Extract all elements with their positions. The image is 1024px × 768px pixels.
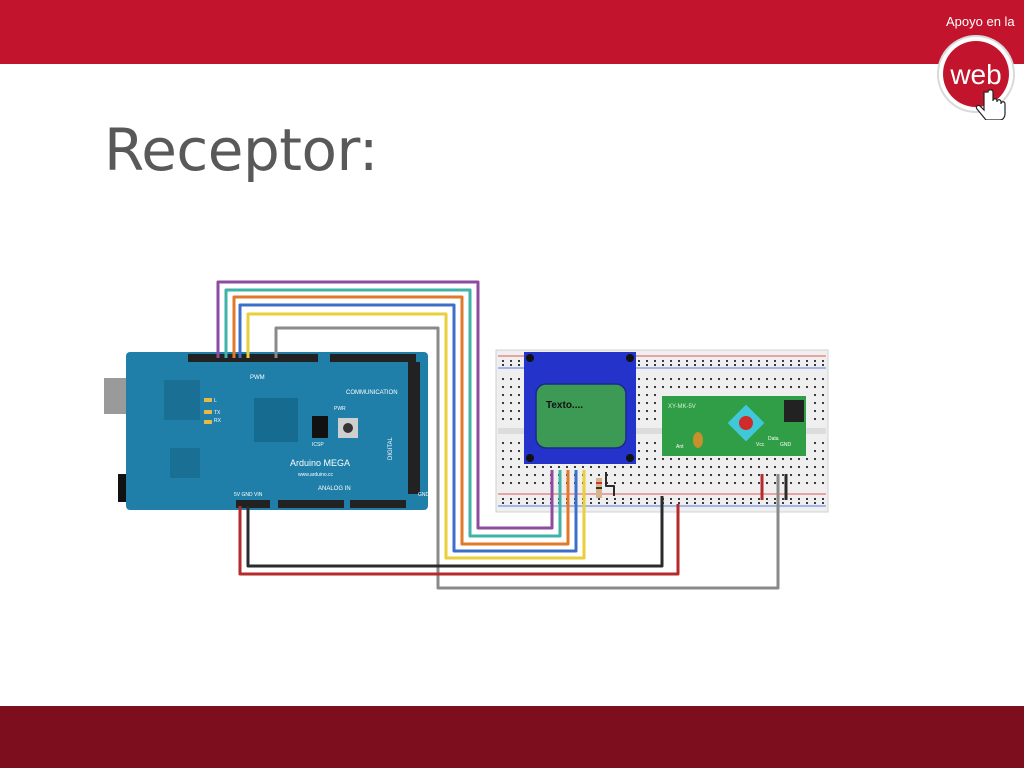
rf-pin-data-label: Data xyxy=(768,436,779,442)
wire-blue xyxy=(238,303,578,553)
connection-wires xyxy=(216,280,788,590)
arduino-power-pins-label: 5V GND VIN xyxy=(234,492,263,498)
arduino-rx-label: RX xyxy=(214,418,222,424)
top-banner xyxy=(0,0,1024,64)
slide-title: Receptor: xyxy=(104,116,378,184)
pointer-hand-icon xyxy=(975,89,1006,120)
resistor xyxy=(596,478,602,498)
rf-model-label: XY-MK-5V xyxy=(668,404,696,410)
arduino-pwr-label: PWR xyxy=(334,406,346,412)
arduino-pwm-label: PWM xyxy=(250,375,265,381)
arduino-communication-label: COMMUNICATION xyxy=(346,390,398,396)
rf-pin-ant-label: Ant xyxy=(676,444,684,450)
circuit-diagram: PWM COMMUNICATION DIGITAL ANALOG IN Ardu… xyxy=(104,280,829,590)
wire-black xyxy=(246,496,664,568)
lcd-screen-text: Texto.... xyxy=(546,400,583,411)
wire-purple xyxy=(216,280,554,530)
wire-teal xyxy=(224,288,562,538)
wire-orange xyxy=(232,295,570,546)
arduino-website: www.arduino.cc xyxy=(298,472,334,478)
rf-pin-gnd-label: GND xyxy=(780,442,792,448)
arduino-analog-label: ANALOG IN xyxy=(318,486,351,492)
arduino-mega-board: PWM COMMUNICATION DIGITAL ANALOG IN Ardu… xyxy=(104,352,430,510)
wire-black-lcd-gnd xyxy=(605,472,615,496)
web-logo-text: web xyxy=(949,59,1001,90)
rf-receiver-module: XY-MK-5V Ant Vcc Data GND xyxy=(662,396,806,456)
rf-pin-vcc-label: Vcc xyxy=(756,442,765,448)
arduino-icsp-label: ICSP xyxy=(312,442,324,448)
wire-yellow xyxy=(246,312,586,560)
bottom-banner xyxy=(0,706,1024,768)
brand-tagline: Apoyo en la xyxy=(946,14,1015,29)
wire-red xyxy=(238,504,680,576)
arduino-digital-label: DIGITAL xyxy=(388,436,394,460)
arduino-led-l-label: L xyxy=(214,398,217,404)
wire-gray xyxy=(274,326,780,590)
arduino-tx-label: TX xyxy=(214,410,221,416)
lcd-display-module: Texto.... xyxy=(524,352,636,464)
arduino-gnd-label: GND xyxy=(418,492,430,498)
web-logo-icon: web xyxy=(937,35,1015,120)
arduino-board-name: Arduino MEGA xyxy=(290,458,350,468)
